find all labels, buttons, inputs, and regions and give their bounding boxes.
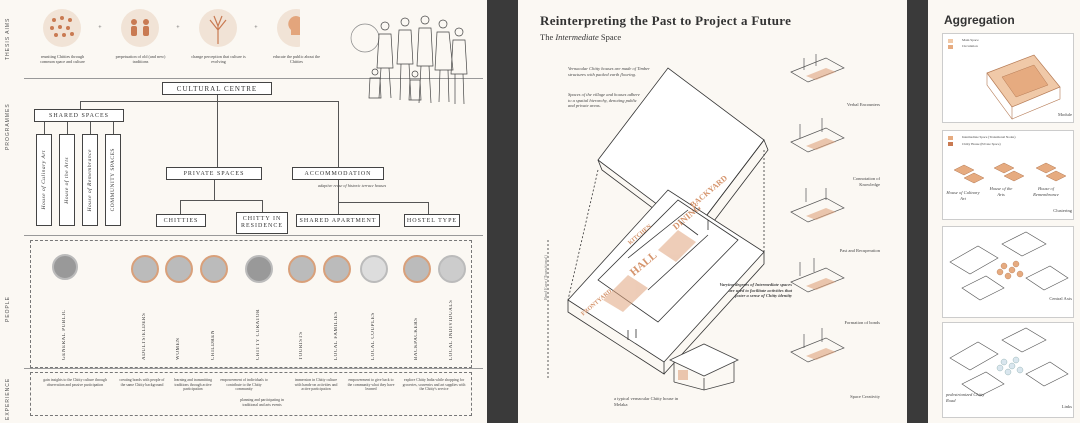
people-label: CHILDREN <box>211 288 216 360</box>
vignette-sketches <box>786 52 846 382</box>
shared-space-node: House of Remembrance <box>82 134 98 226</box>
links-caption: pedestrianized Chitty Road <box>946 392 986 403</box>
vernacular-house-sketch <box>664 338 744 392</box>
experience-text: gain insights to the Chitty culture thro… <box>40 378 110 387</box>
legend-item: Main Space <box>962 38 1002 44</box>
experience-text: planning and participating in traditiona… <box>240 398 284 407</box>
avatar <box>323 255 351 283</box>
hostel-type-node: HOSTEL TYPE <box>404 214 460 227</box>
people-label: LOCAL FAMILIES <box>334 288 339 360</box>
caption-house: a typical vernacular Chitty house in Mel… <box>614 396 684 407</box>
avatar <box>360 255 388 283</box>
people-sketch-illustration <box>345 8 475 118</box>
vignette-label: Connotation of Knowledge <box>836 176 880 187</box>
stage-label: Links <box>1032 404 1072 410</box>
divider <box>24 368 483 369</box>
people-label: TOURISTS <box>299 288 304 360</box>
cluster-label: House of Remembrance <box>1026 186 1066 197</box>
stage-label: Module <box>1038 112 1072 118</box>
experience-text: explore Chitty India while shopping for … <box>402 378 466 392</box>
central-axis-drawing <box>942 226 1074 318</box>
programmes-panel: THESIS AIMS PROGRAMMES PEOPLE EXPERIENCE… <box>0 0 487 423</box>
shared-space-node: House of the Arts <box>59 134 75 226</box>
chitties-node: CHITTIES <box>156 214 206 227</box>
stage-label: Central Axis <box>1032 296 1072 302</box>
caption-degrees: Varying degrees of Intermediate spaces a… <box>718 282 792 299</box>
aim-text: reuniting Chitties through common space … <box>35 54 90 64</box>
aim-text: educate the public about the Chitties <box>269 54 324 64</box>
shared-apartment-node: SHARED APARTMENT <box>296 214 380 227</box>
aggregation-panel: Aggregation Main Space Circulation Modul… <box>928 0 1080 423</box>
vignette-label: Formation of bonds <box>838 320 880 326</box>
avatar <box>245 255 273 283</box>
panel-title: Aggregation <box>944 13 1015 27</box>
chitty-in-residence-node: CHITTY IN RESIDENCE <box>236 212 288 234</box>
plus-icon: + <box>96 26 104 31</box>
legend-item: Circulation <box>962 44 1002 50</box>
experience-text: immersion in Chitty culture with hands-o… <box>292 378 340 392</box>
row-label-aims: THESIS AIMS <box>5 18 11 60</box>
aim-text: perpetuation of old (and new) traditions <box>113 54 168 64</box>
experience-text: empowerment of individuals to contribute… <box>220 378 268 392</box>
avatar <box>288 255 316 283</box>
aims-icons <box>40 8 300 52</box>
experience-text: creating bonds with people of the same C… <box>118 378 166 387</box>
people-label: LOCAL COUPLES <box>371 288 376 360</box>
avatar <box>52 254 78 280</box>
shared-spaces-node: SHARED SPACES <box>34 109 124 122</box>
cultural-centre-node: CULTURAL CENTRE <box>162 82 272 95</box>
legend-item: Chitty House (Private Space) <box>962 142 1022 148</box>
axonometric-house-drawing <box>528 40 788 390</box>
people-label: CHITTY CURATOR <box>256 288 261 360</box>
people-label: WOMEN <box>176 288 181 360</box>
intermediate-space-panel: Reinterpreting the Past to Project a Fut… <box>518 0 907 423</box>
vignette-label: Past and Recuperation <box>838 248 880 254</box>
avatar <box>165 255 193 283</box>
dimension-label: Roof Eave (Transitional) <box>543 200 548 300</box>
stage-label: Clustering <box>1032 208 1072 214</box>
avatar <box>438 255 466 283</box>
avatar <box>200 255 228 283</box>
cluster-label: House of the Arts <box>986 186 1016 197</box>
experience-text: empowerment to give back to the communit… <box>346 378 396 392</box>
experience-text: learning and transmitting traditions thr… <box>170 378 216 392</box>
vignette-label: Space Creativity <box>838 394 880 400</box>
shared-space-node: House of Culinary Art <box>36 134 52 226</box>
cluster-label: House of Culinary Art <box>946 190 980 201</box>
aim-text: change perception that culture is evolvi… <box>191 54 246 64</box>
people-label: ADULTS/ELDERS <box>142 288 147 360</box>
people-label: GENERAL PUBLIC <box>62 288 67 360</box>
page-title: Reinterpreting the Past to Project a Fut… <box>540 13 791 29</box>
people-label: BACKPACKERS <box>414 288 419 360</box>
row-label-experience: EXPERIENCE <box>5 378 11 420</box>
plus-icon: + <box>174 26 182 31</box>
avatar <box>403 255 431 283</box>
people-label: LOCAL INDIVIDUALS <box>449 288 454 360</box>
vignette-label: Verbal Encounters <box>840 102 880 108</box>
avatar <box>131 255 159 283</box>
legend-item: Intermediate Space (Transitional Nodes) <box>962 135 1022 141</box>
plus-icon: + <box>252 26 260 31</box>
divider <box>24 235 483 236</box>
accommodation-node: ACCOMMODATION <box>292 167 384 180</box>
private-spaces-node: PRIVATE SPACES <box>166 167 262 180</box>
shared-space-node: COMMUNITY SPACES <box>105 134 121 226</box>
row-label-programmes: PROGRAMMES <box>5 103 11 150</box>
row-label-people: PEOPLE <box>5 296 11 322</box>
accommodation-note: adaptive reuse of historic terrace house… <box>318 183 390 188</box>
